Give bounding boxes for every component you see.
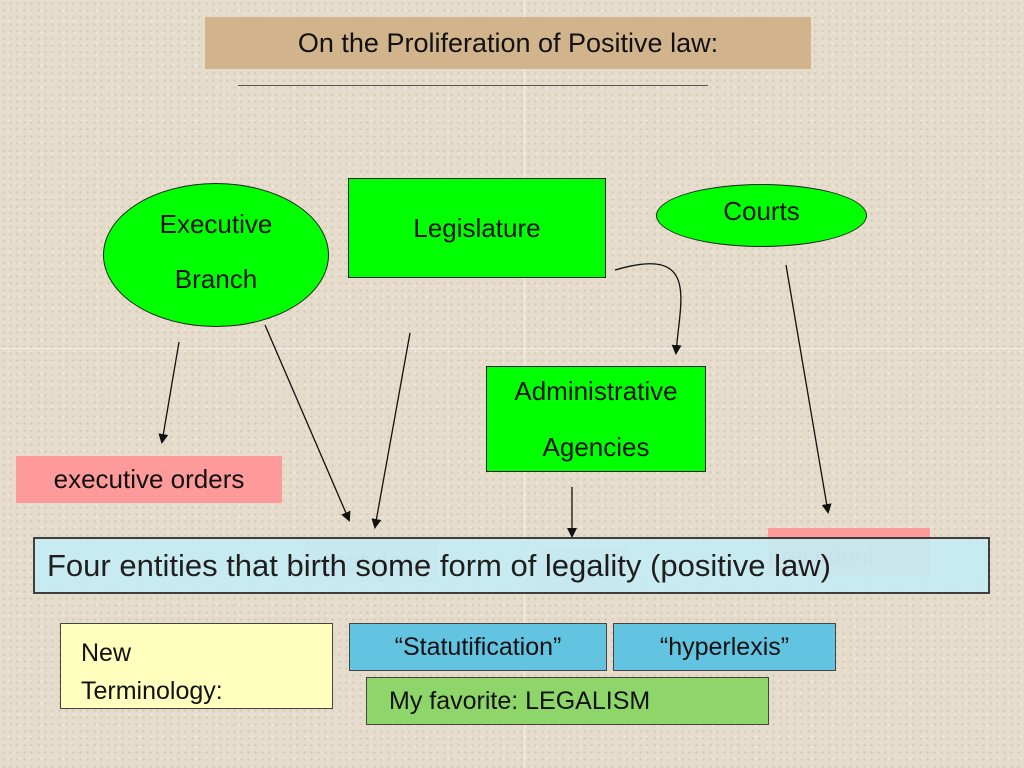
terminology-label-line2: Terminology: [81,677,223,705]
node-legislature: Legislature [348,178,606,278]
arrow-executive-to-orders [158,341,180,444]
title-underline [238,85,708,86]
term-statutification: “Statutification” [349,623,607,671]
summary-banner: Four entities that birth some form of le… [33,537,990,594]
node-executive-branch: Executive Branch [103,183,329,327]
node-executive-line2: Branch [174,264,258,294]
term-hyperlexis: “hyperlexis” [613,623,836,671]
arrow-legislature-to-statutes [371,332,411,529]
node-legislature-label: Legislature [413,212,541,243]
arrow-legislature-to-admin [614,263,682,355]
node-courts-label: Courts [723,196,800,226]
terminology-label-line1: New [81,639,132,667]
node-courts: Courts [656,184,867,247]
arrow-courts-to-precedent [785,264,832,514]
favorite-term: My favorite: LEGALISM [366,677,769,725]
slide-title: On the Proliferation of Positive law: [205,17,811,69]
node-admin-line1: Administrative [514,376,678,406]
node-administrative-agencies: Administrative Agencies [486,366,706,472]
terminology-label: New Terminology: [60,623,333,709]
output-executive-orders: executive orders [16,456,282,503]
node-executive-line1: Executive [159,209,273,239]
node-admin-line2: Agencies [542,432,650,462]
arrow-executive-to-statutes [264,324,351,522]
